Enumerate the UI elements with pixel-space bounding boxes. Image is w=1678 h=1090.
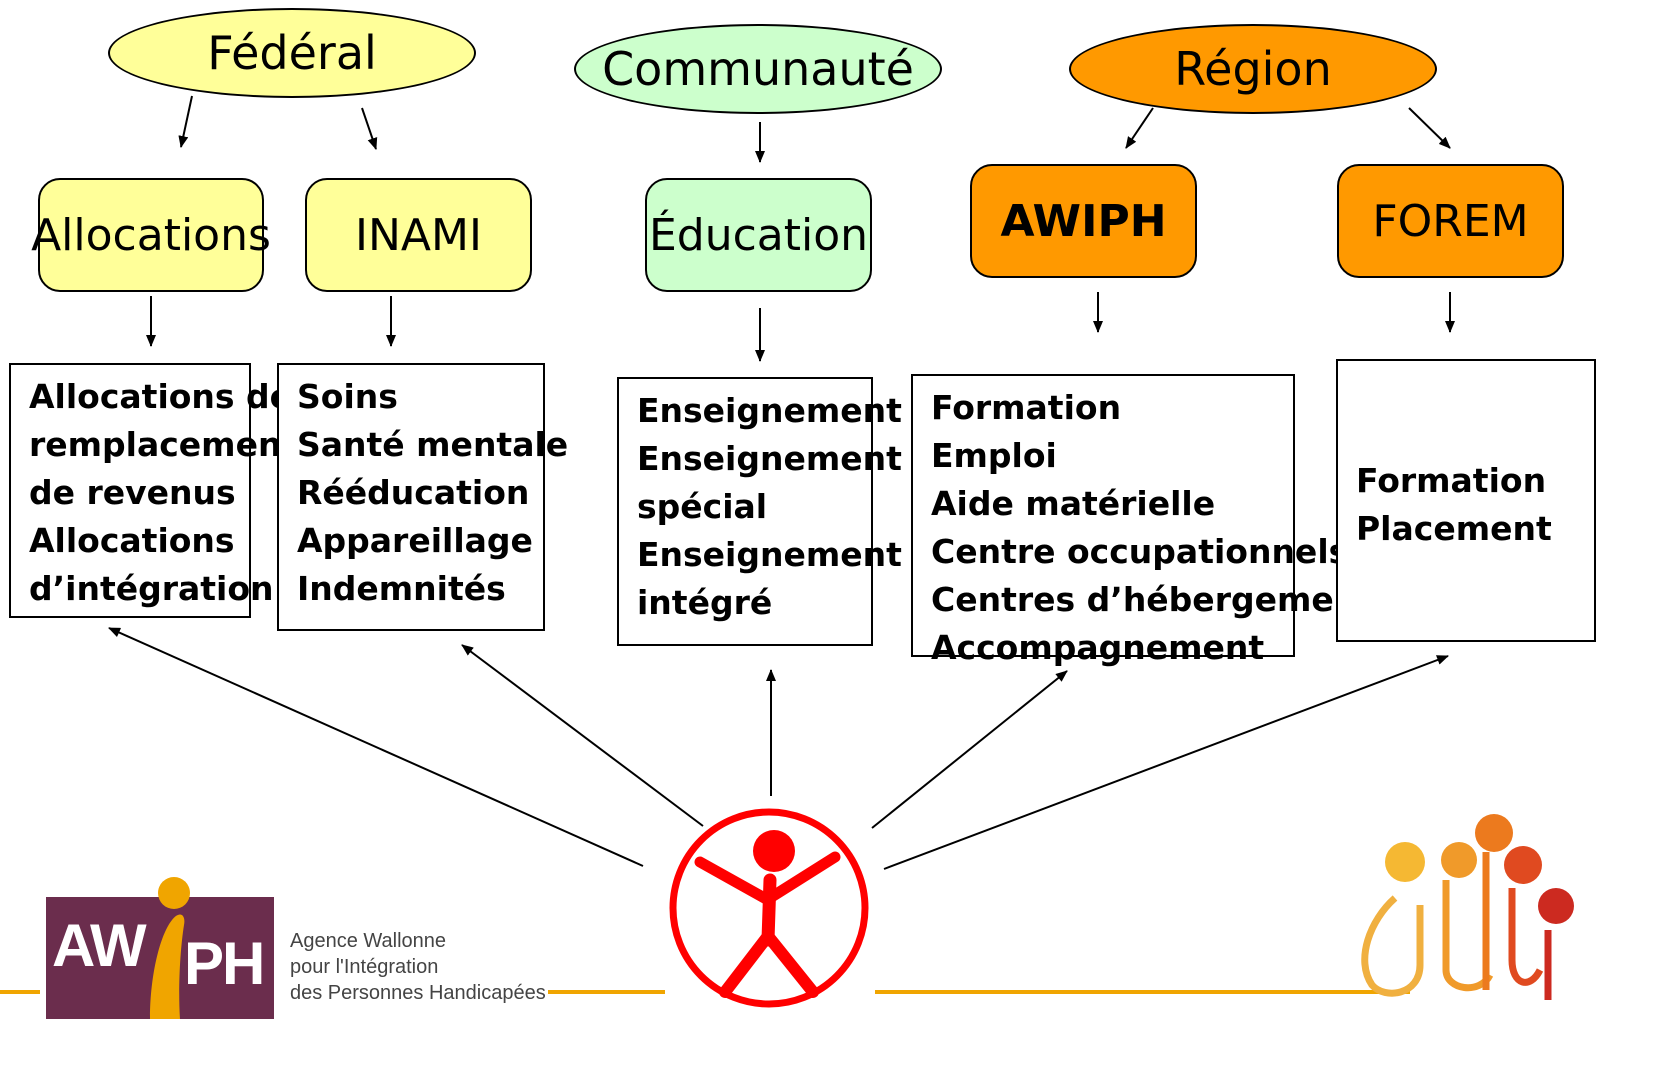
communaute-level-ellipse: Communauté — [574, 24, 942, 114]
forem-label: FOREM — [1372, 195, 1529, 247]
allocations-services-box: Allocations de remplacement de revenus A… — [9, 363, 297, 618]
education-services-box: Enseignement Enseignement spécial Enseig… — [617, 377, 902, 646]
service-item: Appareillage — [297, 521, 533, 560]
service-item: Allocations de — [29, 377, 293, 416]
federal-level-ellipse: Fédéral — [108, 8, 476, 98]
communaute-level-label: Communauté — [602, 42, 914, 96]
service-item: Enseignement — [637, 391, 902, 430]
arrow-person-allocations — [108, 627, 644, 867]
awiph-logo-caption: Agence Wallonne pour l'Intégration des P… — [290, 928, 550, 1006]
arrow-federal-inami — [361, 107, 378, 150]
service-item: Centre occupationnels — [931, 532, 1349, 571]
education-box: Éducation — [645, 178, 872, 292]
service-item: spécial — [637, 487, 768, 526]
arrow-federal-allocations — [178, 95, 193, 148]
service-item: Placement — [1356, 509, 1552, 548]
region-level-label: Région — [1174, 42, 1332, 96]
awiph-logo-text-left: AW — [52, 912, 147, 979]
service-item: Soins — [297, 377, 398, 416]
service-item: Formation — [1356, 461, 1547, 500]
logo-caption-line: des Personnes Handicapées — [290, 982, 546, 1004]
arrow-person-inami — [461, 644, 704, 827]
inami-box: INAMI — [305, 178, 532, 292]
logo-caption-line: pour l'Intégration — [290, 956, 439, 978]
service-item: Santé mentale — [297, 425, 569, 464]
awiph-logo-letters: AW PH — [46, 897, 274, 1019]
awiph-label: AWIPH — [1000, 195, 1167, 247]
awiph-logo-mark — [46, 877, 274, 1019]
arrow-region-awiph — [1125, 107, 1154, 149]
awiph-logo-text-right: PH — [184, 930, 265, 997]
inami-label: INAMI — [355, 209, 482, 261]
service-item: Indemnités — [297, 569, 506, 608]
awiph-box: AWIPH — [970, 164, 1197, 278]
education-label: Éducation — [648, 209, 869, 261]
allocations-box: Allocations — [31, 178, 271, 292]
region-level-ellipse: Région — [1069, 24, 1437, 114]
service-item: Accompagnement — [931, 628, 1265, 667]
inami-services-box: Soins Santé mentale Rééducation Appareil… — [277, 363, 569, 631]
arrow-person-awiph — [871, 670, 1068, 829]
disability-person-icon — [669, 808, 869, 1008]
forem-services-box: Formation Placement — [1336, 359, 1596, 642]
service-item: Allocations — [29, 521, 235, 560]
service-item: Enseignement — [637, 535, 902, 574]
service-item: Rééducation — [297, 473, 530, 512]
service-item: Aide matérielle — [931, 484, 1216, 523]
arrow-region-forem — [1408, 107, 1451, 149]
service-item: d’intégration — [29, 569, 274, 608]
people-logo-icon — [1361, 814, 1574, 1000]
awiph-services-box: Formation Emploi Aide matérielle Centre … — [911, 374, 1373, 667]
arrow-person-forem — [883, 655, 1449, 870]
service-item: Emploi — [931, 436, 1057, 475]
forem-box: FOREM — [1337, 164, 1564, 278]
allocations-label: Allocations — [31, 209, 271, 261]
service-item: Enseignement — [637, 439, 902, 478]
service-item: de revenus — [29, 473, 236, 512]
service-item: intégré — [637, 583, 773, 622]
federal-level-label: Fédéral — [207, 26, 377, 80]
service-item: Formation — [931, 388, 1122, 427]
logo-caption-line: Agence Wallonne — [290, 930, 447, 952]
